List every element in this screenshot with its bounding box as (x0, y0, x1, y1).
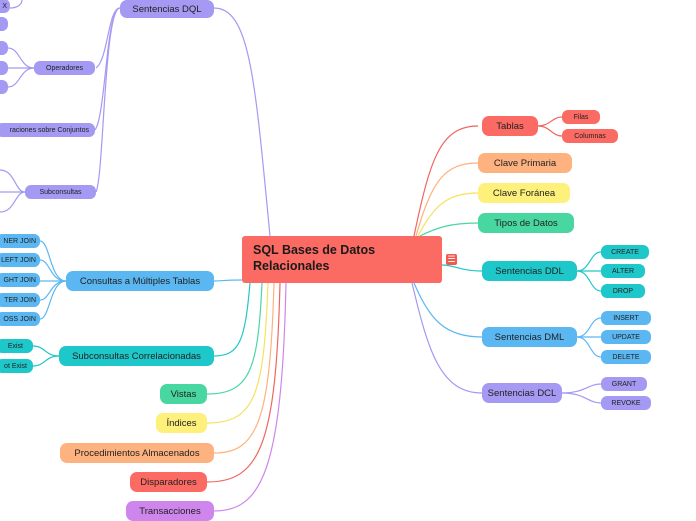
root-title-line1: SQL Bases de Datos (253, 243, 376, 257)
topic-procedimientos-almacenados[interactable]: Procedimientos Almacenados (60, 443, 214, 463)
subtopic-inner-join[interactable]: NER JOIN (0, 234, 40, 248)
subtopic-right-join[interactable]: GHT JOIN (0, 273, 40, 287)
topic-consultas-multiples-tablas[interactable]: Consultas a Múltiples Tablas (66, 271, 214, 291)
subtopic-operaciones-conjuntos[interactable]: raciones sobre Conjuntos (0, 123, 95, 137)
subtopic-columnas[interactable]: Columnas (562, 129, 618, 143)
topic-sentencias-dml[interactable]: Sentencias DML (482, 327, 577, 347)
subtopic-clipped-4[interactable] (0, 80, 8, 94)
subtopic-clipped-3[interactable] (0, 61, 8, 75)
topic-clave-primaria[interactable]: Clave Primaria (478, 153, 572, 173)
subtopic-operadores[interactable]: Operadores (34, 61, 95, 75)
topic-sentencias-dql[interactable]: Sentencias DQL (120, 0, 214, 18)
menu-icon[interactable]: ☰ (446, 254, 457, 265)
subtopic-filas[interactable]: Filas (562, 110, 600, 124)
topic-clave-foranea[interactable]: Clave Foránea (478, 183, 570, 203)
subtopic-create[interactable]: CREATE (601, 245, 649, 259)
subtopic-clipped-2[interactable] (0, 41, 8, 55)
subtopic-not-exist[interactable]: ot Exist (0, 359, 33, 373)
topic-tablas-label: Tablas (496, 120, 524, 132)
topic-vistas[interactable]: Vistas (160, 384, 207, 404)
subtopic-delete[interactable]: DELETE (601, 350, 651, 364)
subtopic-clipped-top[interactable]: X (0, 0, 10, 13)
subtopic-alter[interactable]: ALTER (601, 264, 645, 278)
subtopic-insert[interactable]: INSERT (601, 311, 651, 325)
subtopic-cross-join[interactable]: OSS JOIN (0, 312, 40, 326)
topic-sentencias-ddl[interactable]: Sentencias DDL (482, 261, 577, 281)
topic-tablas[interactable]: Tablas (482, 116, 538, 136)
subtopic-outer-join[interactable]: TER JOIN (0, 293, 40, 307)
topic-transacciones[interactable]: Transacciones (126, 501, 214, 521)
subtopic-exist[interactable]: Exist (0, 339, 33, 353)
topic-indices[interactable]: Índices (156, 413, 207, 433)
root-title-line2: Relacionales (253, 259, 330, 273)
topic-tipos-de-datos[interactable]: Tipos de Datos (478, 213, 574, 233)
subtopic-update[interactable]: UPDATE (601, 330, 651, 344)
root-topic[interactable]: SQL Bases de Datos Relacionales (242, 236, 442, 283)
subtopic-left-join[interactable]: LEFT JOIN (0, 253, 40, 267)
subtopic-clipped-1[interactable] (0, 17, 8, 31)
subtopic-grant[interactable]: GRANT (601, 377, 647, 391)
subtopic-subconsultas[interactable]: Subconsultas (25, 185, 96, 199)
subtopic-drop[interactable]: DROP (601, 284, 645, 298)
topic-subconsultas-correlacionadas[interactable]: Subconsultas Correlacionadas (59, 346, 214, 366)
topic-disparadores[interactable]: Disparadores (130, 472, 207, 492)
subtopic-revoke[interactable]: REVOKE (601, 396, 651, 410)
topic-sentencias-dcl[interactable]: Sentencias DCL (482, 383, 562, 403)
